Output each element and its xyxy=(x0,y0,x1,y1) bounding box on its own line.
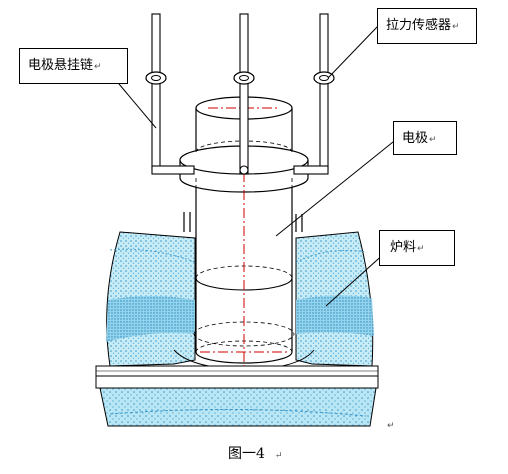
furnace-charge-text: 炉料 xyxy=(390,240,417,255)
return-mark: ↵ xyxy=(94,62,102,72)
return-mark: ↵ xyxy=(387,421,395,431)
label-suspension-chain: 电极悬挂链↵ xyxy=(19,48,128,84)
return-mark: ↵ xyxy=(429,135,437,145)
label-tension-sensor: 拉力传感器↵ xyxy=(377,8,477,44)
electrode-text: 电极 xyxy=(402,131,429,146)
caption-prefix: 图 xyxy=(228,446,242,462)
label-electrode: 电极↵ xyxy=(393,121,457,155)
return-mark: ↵ xyxy=(452,22,460,32)
caption-dash: 一 xyxy=(242,446,256,462)
caption-number: 4 xyxy=(256,446,265,462)
leader-lines xyxy=(118,25,399,307)
tension-sensor-rings xyxy=(145,71,335,85)
figure-caption: 图一4 ↵ xyxy=(228,446,282,464)
furnace-hearth xyxy=(95,365,379,427)
label-furnace-charge: 炉料↵ xyxy=(379,230,455,266)
return-mark: ↵ xyxy=(274,451,283,461)
tension-sensor-text: 拉力传感器 xyxy=(386,18,452,33)
return-mark: ↵ xyxy=(417,244,425,254)
support-posts xyxy=(183,212,303,232)
suspension-rods xyxy=(151,13,329,175)
suspension-chain-text: 电极悬挂链 xyxy=(28,58,94,73)
